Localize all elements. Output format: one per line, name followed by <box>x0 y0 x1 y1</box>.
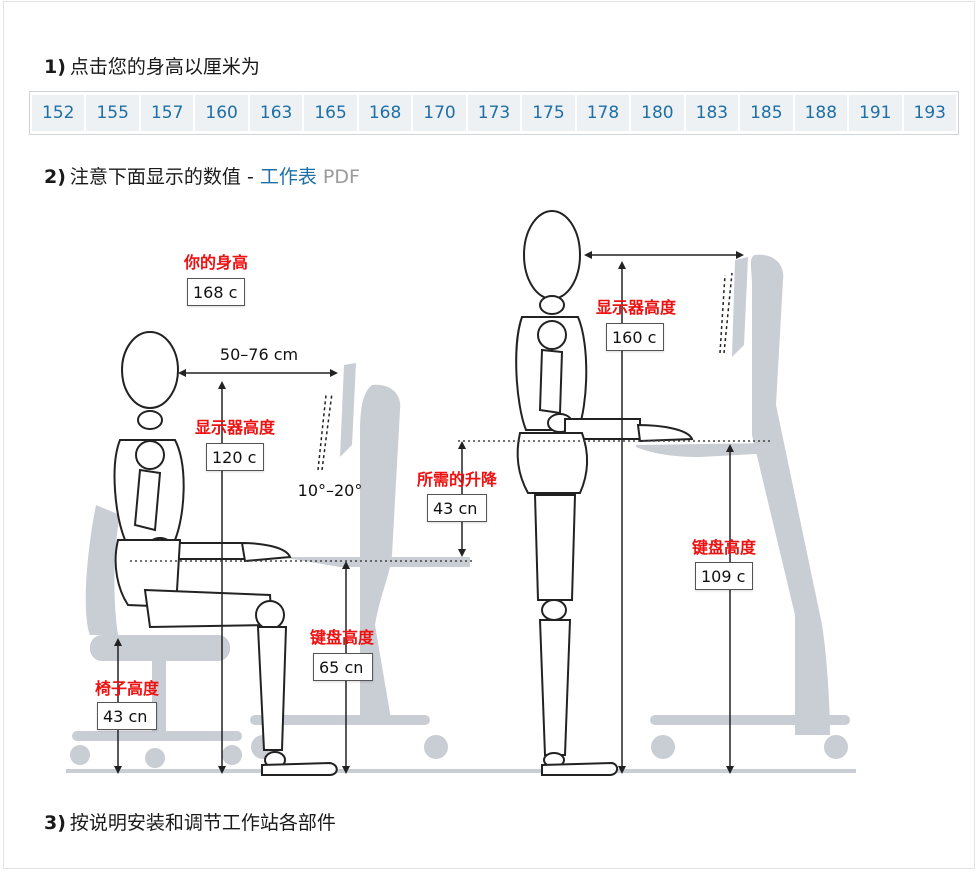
chair-height-label: 椅子高度 <box>94 679 160 698</box>
pdf-link[interactable]: PDF <box>322 166 360 188</box>
height-option-191[interactable]: 191 <box>849 95 902 131</box>
height-option-173[interactable]: 173 <box>467 95 521 131</box>
workstation-illustration <box>66 210 856 776</box>
step-2-heading: 2)注意下面显示的数值 - 工作表 PDF <box>44 162 360 189</box>
your-height-value: 168 c <box>187 278 245 306</box>
height-option-157[interactable]: 157 <box>140 95 194 131</box>
step-3-heading: 3)按说明安装和调节工作站各部件 <box>44 808 336 835</box>
height-option-188[interactable]: 188 <box>794 95 848 131</box>
height-option-165[interactable]: 165 <box>304 95 357 131</box>
height-option-180[interactable]: 180 <box>631 95 684 131</box>
height-option-155[interactable]: 155 <box>86 95 139 131</box>
measurement-lines <box>114 251 744 774</box>
seated-monitor-height-value: 120 c <box>206 443 264 471</box>
monitor-distance-text: 50–76 cm <box>219 345 299 364</box>
height-option-193[interactable]: 193 <box>903 95 956 131</box>
your-height-label: 你的身高 <box>183 253 249 272</box>
required-lift-label: 所需的升降 <box>416 470 498 489</box>
standing-keyboard-height-label: 键盘高度 <box>691 538 757 557</box>
standing-mannequin <box>515 210 694 776</box>
standing-monitor-height-value: 160 c <box>606 323 664 351</box>
step-3-number: 3) <box>44 812 66 834</box>
height-option-163[interactable]: 163 <box>249 95 303 131</box>
worksheet-link[interactable]: 工作表 <box>259 166 317 188</box>
height-option-178[interactable]: 178 <box>576 95 630 131</box>
step-1-heading: 1)点击您的身高以厘米为 <box>44 52 260 79</box>
step-1-text: 点击您的身高以厘米为 <box>69 56 260 78</box>
height-option-152[interactable]: 152 <box>32 95 85 131</box>
step-2-text: 注意下面显示的数值 - <box>69 166 260 188</box>
desk-level-lines <box>130 440 772 562</box>
height-option-183[interactable]: 183 <box>685 95 739 131</box>
step-2-number: 2) <box>44 166 66 188</box>
height-option-185[interactable]: 185 <box>740 95 793 131</box>
seated-monitor-height-label: 显示器高度 <box>194 418 276 437</box>
seated-keyboard-height-value: 65 cn <box>313 653 373 681</box>
tilt-angle-text: 10°–20° <box>297 481 363 500</box>
required-lift-value: 43 cn <box>427 494 487 522</box>
height-option-175[interactable]: 175 <box>522 95 575 131</box>
standing-keyboard-height-value: 109 c <box>695 562 753 590</box>
seated-furniture <box>70 363 470 768</box>
height-option-160[interactable]: 160 <box>195 95 248 131</box>
height-option-170[interactable]: 170 <box>413 95 466 131</box>
height-option-168[interactable]: 168 <box>358 95 412 131</box>
standing-monitor-height-label: 显示器高度 <box>595 298 677 317</box>
standing-furniture <box>66 254 856 773</box>
ergonomic-diagram: 你的身高 168 c 50–76 cm 显示器高度 120 c 10°–20° … <box>0 195 980 795</box>
step-3-text: 按说明安装和调节工作站各部件 <box>69 812 336 834</box>
step-1-number: 1) <box>44 56 66 78</box>
page-frame <box>3 1 975 869</box>
seated-keyboard-height-label: 键盘高度 <box>309 628 375 647</box>
chair-height-value: 43 cn <box>97 702 157 730</box>
